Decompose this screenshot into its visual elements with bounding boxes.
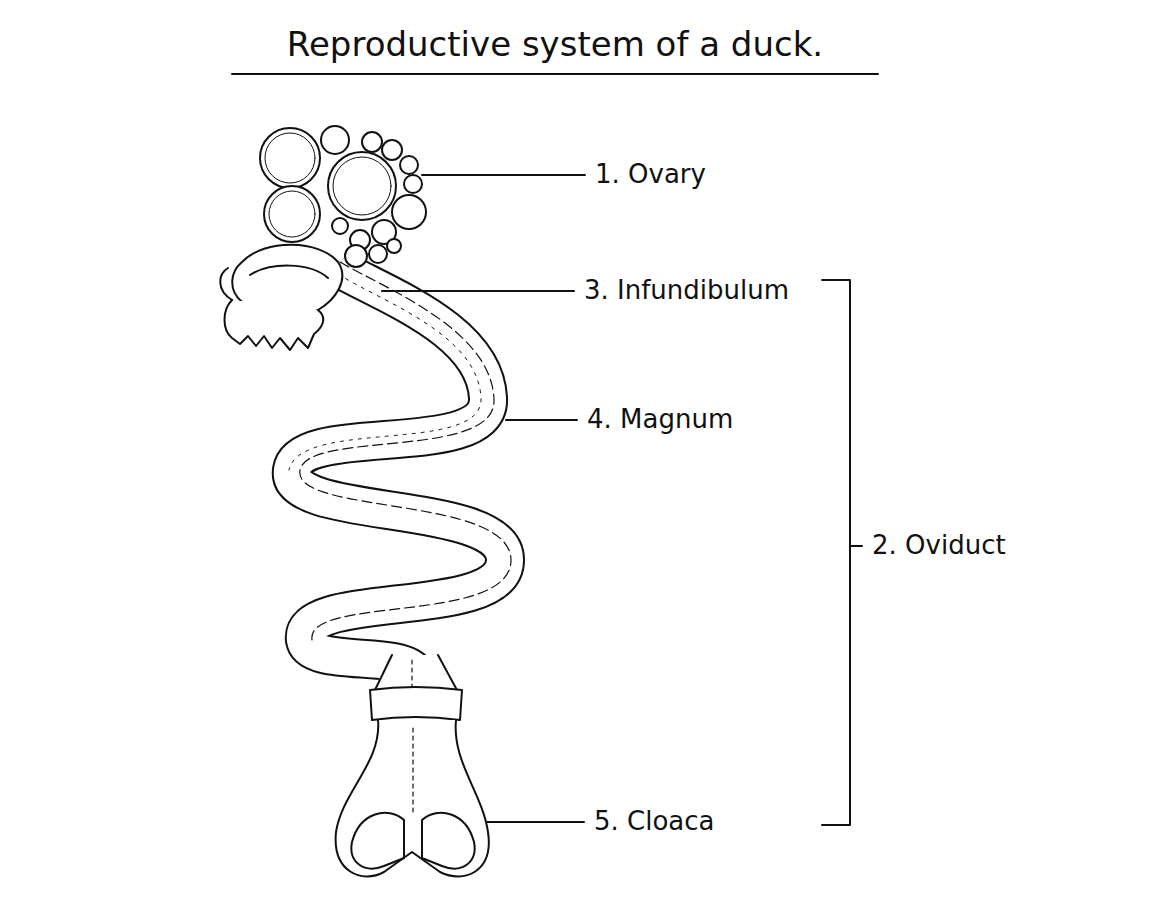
oviduct-bracket [822, 280, 862, 825]
part-label: 1. Ovary [595, 159, 706, 190]
part-label: 5. Cloaca [594, 806, 715, 837]
ovary-follicles [260, 126, 426, 267]
infundibulum-funnel [220, 245, 342, 350]
diagram-title: Reproductive system of a duck. [287, 24, 823, 65]
cloaca-shape [336, 687, 489, 876]
part-label: 2. Oviduct [872, 530, 1006, 561]
leader-lines [382, 175, 585, 822]
part-label: 4. Magnum [587, 404, 733, 435]
title-underline [232, 73, 878, 75]
part-label: 3. Infundibulum [584, 275, 789, 306]
